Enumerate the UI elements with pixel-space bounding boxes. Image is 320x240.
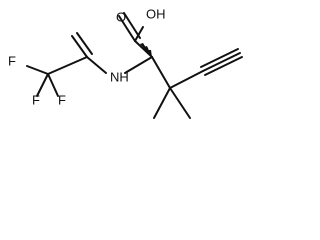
cf3-f-left-bond	[26, 65, 49, 75]
stereo-wedge-line-3	[140, 43, 152, 57]
alkyne-bond-3	[200, 48, 239, 68]
carboxyl-o-bond	[134, 26, 144, 42]
cf3-f-bottom-right-bond	[47, 73, 59, 97]
chiral-carbon-to-quaternary-carbon-bond	[151, 56, 171, 89]
oh-label: OH	[146, 6, 166, 21]
alkyne-bond-1	[202, 52, 241, 72]
chiral-carbon-to-acid-carbon-bond	[134, 40, 153, 58]
molecule-diagram: OH O NH F F F	[0, 0, 256, 138]
carbonyl-o-double-bond	[123, 12, 141, 39]
f-bottom-left-label: F	[32, 92, 40, 107]
amide-carbonyl-o-double-bond	[76, 32, 93, 55]
methyl-2-bond	[169, 87, 191, 119]
stereo-wedge-group	[140, 43, 152, 57]
amide-to-cf3-bond	[47, 56, 88, 75]
f-bottom-right-label: F	[58, 92, 66, 107]
carbonyl-o-label: O	[116, 9, 126, 24]
structure-drawing: OH O NH F F F	[8, 6, 243, 119]
alkyne-bond-2	[204, 56, 243, 76]
amide-carbonyl-o-bond	[71, 35, 88, 58]
f-left-label: F	[8, 53, 16, 68]
carbonyl-o-bond	[118, 15, 136, 42]
methyl-1-bond	[153, 87, 171, 119]
nh-to-amide-carbon-bond	[86, 56, 107, 74]
quaternary-carbon-to-alkyne-bond	[169, 70, 204, 89]
chiral-carbon-to-nh-bond	[124, 56, 153, 74]
nh-label: NH	[110, 69, 129, 84]
cf3-f-bottom-left-bond	[36, 73, 49, 97]
bond-group	[26, 12, 243, 119]
